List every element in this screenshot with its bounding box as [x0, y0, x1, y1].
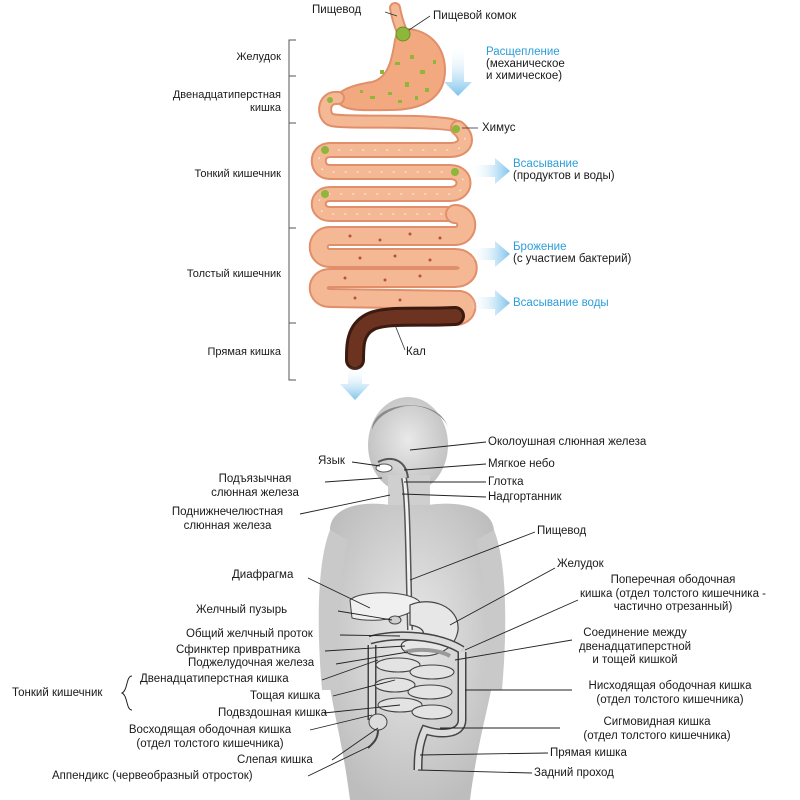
stomach-contents: [360, 55, 436, 103]
label-food-bolus: Пищевой комок: [433, 10, 517, 22]
left-arm: [318, 530, 348, 690]
label-small-intestine-body: Тонкий кишечник: [12, 687, 103, 699]
process-fermentation-detail: (с участием бактерий): [513, 253, 632, 265]
label-pharynx: Глотка: [488, 476, 524, 488]
section-duodenum: Двенадцатиперстная кишка: [172, 89, 281, 114]
right-arm: [476, 530, 506, 690]
label-duodeno-jejunal: Соединение между двенадцатиперстной и то…: [578, 627, 692, 666]
label-bile-duct: Общий желчный проток: [186, 628, 313, 640]
water-absorption-arrow: [470, 290, 510, 316]
label-diaphragm: Диафрагма: [232, 569, 294, 581]
label-esophagus-body: Пищевод: [537, 525, 587, 537]
label-esophagus-top: Пищевод: [312, 4, 362, 16]
label-ascending-colon: Восходящая ободочная кишка (отдел толсто…: [128, 724, 292, 750]
section-stomach: Желудок: [236, 51, 281, 63]
process-breakdown-detail: (механическое и химическое): [486, 58, 565, 82]
label-stomach-body: Желудок: [557, 558, 604, 570]
label-sublingual: Подъязычная слюнная железа: [211, 473, 299, 499]
process-fermentation-title: Брожение: [513, 241, 567, 253]
label-pyloric-sphincter: Сфинктер привратника: [176, 644, 301, 656]
label-cecum: Слепая кишка: [237, 754, 313, 766]
process-absorption-detail: (продуктов и воды): [513, 170, 615, 182]
food-bolus: [395, 26, 411, 42]
label-rectum-body: Прямая кишка: [550, 747, 627, 759]
breakdown-arrow: [444, 45, 472, 96]
label-feces: Кал: [406, 346, 426, 358]
bacteria-dots: [343, 232, 442, 302]
section-small-intestine: Тонкий кишечник: [194, 168, 281, 180]
label-jejunum: Тощая кишка: [250, 690, 321, 702]
section-bracket: [288, 39, 296, 381]
section-rectum: Прямая кишка: [207, 346, 281, 358]
label-descending-colon: Нисходящая ободочная кишка (отдел толсто…: [588, 680, 752, 706]
label-parotid: Околоушная слюнная железа: [488, 436, 647, 448]
fermentation-arrow: [470, 241, 510, 267]
process-water-absorption: Всасывание воды: [513, 297, 609, 309]
label-transverse-colon: Поперечная ободочная кишка (отдел толсто…: [579, 574, 767, 613]
process-absorption-title: Всасывание: [513, 158, 579, 170]
label-duodenum-body: Двенадцатиперстная кишка: [140, 673, 289, 685]
label-pancreas: Поджелудочная железа: [188, 657, 315, 669]
leader-lines: [299, 441, 579, 777]
label-soft-palate: Мягкое небо: [488, 458, 555, 470]
small-intestine-brace: [120, 675, 133, 711]
label-chyme: Химус: [482, 122, 516, 134]
stomach-shape: [335, 28, 447, 112]
body-small-intestine: [374, 657, 455, 720]
label-gallbladder: Желчный пузырь: [196, 604, 288, 616]
exit-arrow: [340, 366, 370, 400]
process-breakdown-title: Расщепление: [486, 46, 560, 58]
absorption-arrow: [470, 158, 510, 184]
label-anus: Задний проход: [534, 767, 614, 779]
label-tongue: Язык: [318, 455, 345, 467]
section-large-intestine: Толстый кишечник: [186, 268, 281, 280]
label-appendix: Аппендикс (червеобразный отросток): [52, 770, 253, 782]
label-sigmoid-colon: Сигмовидная кишка (отдел толстого кишечн…: [583, 716, 731, 742]
label-submandibular: Поднижнечелюстная слюнная железа: [171, 506, 284, 532]
label-epiglottis: Надгортанник: [488, 491, 562, 503]
label-ileum: Подвздошная кишка: [218, 707, 327, 719]
